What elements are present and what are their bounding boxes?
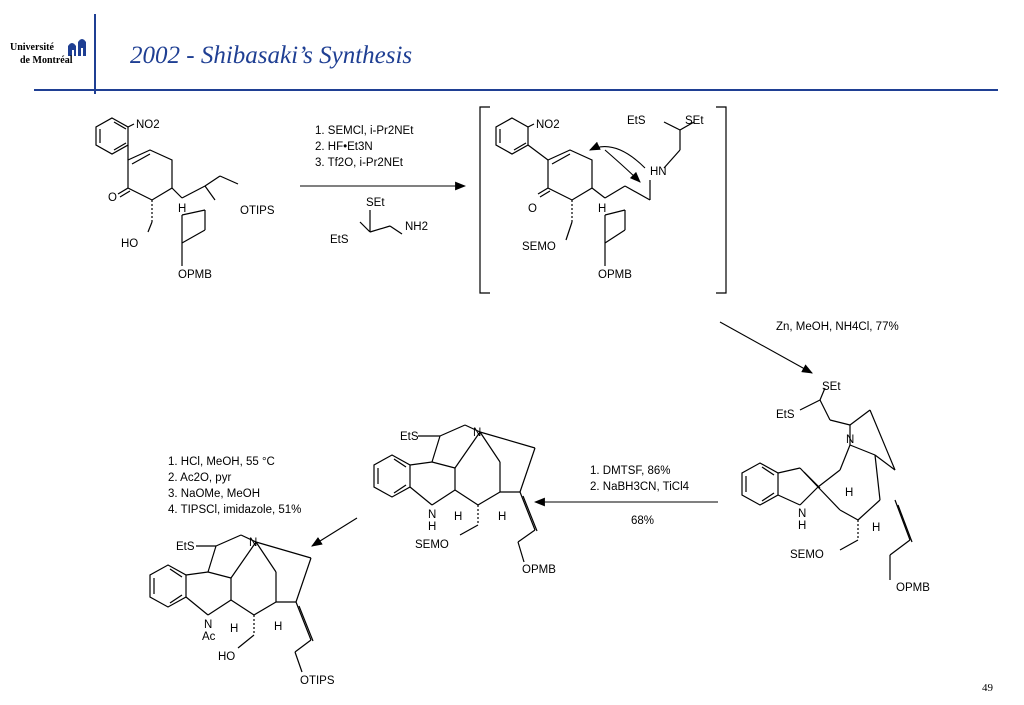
step1-condition-1: 1. SEMCl, i-Pr2NEt xyxy=(315,125,414,137)
int-opmb-label: OPMB xyxy=(598,269,632,281)
compound-5-structure xyxy=(149,534,314,673)
c4-amine-n-label: N xyxy=(473,427,481,439)
c4-h1-label: H xyxy=(454,511,462,523)
c1-otips-label: OTIPS xyxy=(240,205,275,217)
step4-condition-4: 4. TIPSCl, imidazole, 51% xyxy=(168,504,301,516)
int-ets-label: EtS xyxy=(627,115,646,127)
c5-ac-label: Ac xyxy=(202,631,216,643)
step2-condition: Zn, MeOH, NH4Cl, 77% xyxy=(776,321,899,333)
step1-condition-2: 2. HF•Et3N xyxy=(315,141,373,153)
intermediate-structure xyxy=(495,117,695,266)
step3-yield: 68% xyxy=(631,515,654,527)
c1-no2-label: NO2 xyxy=(136,119,160,131)
logo-line2: de Montréal xyxy=(20,55,73,66)
int-carbonyl-o-label: O xyxy=(528,203,537,215)
reagent-nh2-label: NH2 xyxy=(405,221,428,233)
c5-ets-label: EtS xyxy=(176,541,195,553)
c3-set-label: SEt xyxy=(822,381,841,393)
c5-amine-n-label: N xyxy=(249,537,257,549)
c1-ho-label: HO xyxy=(121,238,138,250)
c5-h1-label: H xyxy=(230,623,238,635)
c4-semo-label: SEMO xyxy=(415,539,449,551)
c4-opmb-label: OPMB xyxy=(522,564,556,576)
step4-condition-1: 1. HCl, MeOH, 55 °C xyxy=(168,456,275,468)
int-set-label: SEt xyxy=(685,115,704,127)
c5-h2-label: H xyxy=(274,621,282,633)
logo-line1: Université xyxy=(10,42,54,53)
c5-otips-label: OTIPS xyxy=(300,675,335,687)
header-vertical-rule xyxy=(94,14,96,94)
int-semo-label: SEMO xyxy=(522,241,556,253)
step4-arrow xyxy=(311,517,358,547)
c1-carbonyl-o-label: O xyxy=(108,192,117,204)
step2-arrow xyxy=(719,321,813,374)
step1-reagent-structure xyxy=(359,210,403,235)
c4-ets-label: EtS xyxy=(400,431,419,443)
c3-semo-label: SEMO xyxy=(790,549,824,561)
c1-h-label: H xyxy=(178,203,186,215)
step4-condition-3: 3. NaOMe, MeOH xyxy=(168,488,260,500)
logo-building-icon xyxy=(68,39,86,56)
page-number: 49 xyxy=(982,682,993,694)
int-no2-label: NO2 xyxy=(536,119,560,131)
int-h-label: H xyxy=(598,203,606,215)
c5-ho-label: HO xyxy=(218,651,235,663)
c4-indole-n-label: N xyxy=(428,509,436,521)
intermediate-left-bracket xyxy=(479,106,490,294)
step3-condition-2: 2. NaBH3CN, TiCl4 xyxy=(590,481,690,493)
compound-4-structure xyxy=(373,424,538,563)
c5-indole-n-label: N xyxy=(204,619,212,631)
c3-indole-n-label: N xyxy=(798,508,806,520)
compound-1-structure xyxy=(95,117,239,266)
c1-opmb-label: OPMB xyxy=(178,269,212,281)
step3-condition-1: 1. DMTSF, 86% xyxy=(590,465,671,477)
c3-nh-h-label: H xyxy=(798,520,806,532)
step1-condition-3: 3. Tf2O, i-Pr2NEt xyxy=(315,157,404,169)
slide-title: 2002 - Shibasaki’s Synthesis xyxy=(130,42,413,69)
c3-opmb-label: OPMB xyxy=(896,582,930,594)
step4-condition-2: 2. Ac2O, pyr xyxy=(168,472,231,484)
reagent-set-label: SEt xyxy=(366,197,385,209)
int-hn-label: HN xyxy=(650,166,667,178)
c3-amine-n-label: N xyxy=(846,434,854,446)
university-logo: Université de Montréal xyxy=(8,38,94,78)
header-horizontal-rule xyxy=(34,89,998,91)
c4-nh-h-label: H xyxy=(428,521,436,533)
compound-3-structure xyxy=(741,387,913,580)
c3-ets-label: EtS xyxy=(776,409,795,421)
c3-h1-label: H xyxy=(845,487,853,499)
c4-h2-label: H xyxy=(498,511,506,523)
intermediate-right-bracket xyxy=(716,106,727,294)
reagent-ets-label: EtS xyxy=(330,234,349,246)
c3-h2-label: H xyxy=(872,522,880,534)
